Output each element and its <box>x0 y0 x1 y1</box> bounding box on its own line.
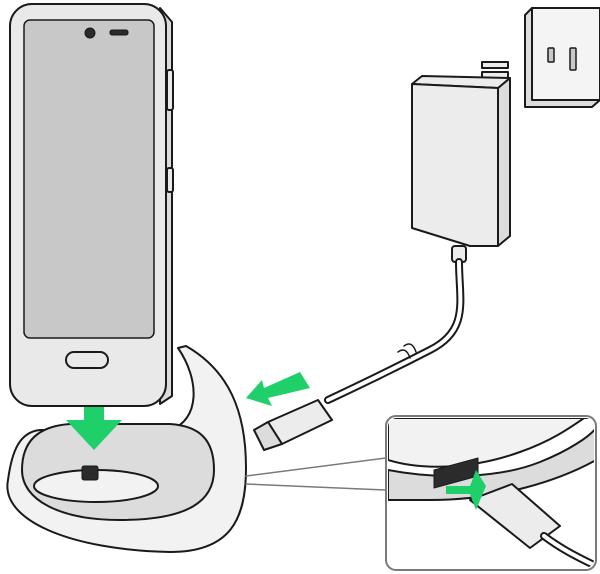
callout-line-top <box>245 457 387 477</box>
inset-cradle-edge <box>388 418 594 468</box>
inset-insert-arrow-icon <box>446 470 486 510</box>
adapter-side <box>497 77 511 247</box>
adapter-front <box>411 83 499 247</box>
wall-outlet-plate <box>531 7 600 101</box>
charging-cradle <box>6 345 247 553</box>
inset-cable-core <box>542 534 594 568</box>
inset-plug-body <box>469 483 561 549</box>
phone-insert-arrow-icon <box>66 390 122 450</box>
power-button <box>166 167 174 193</box>
plug-insert-arrow-icon <box>246 372 310 406</box>
adapter-prong-top <box>481 61 509 69</box>
wall-outlet-slot-left <box>547 47 555 63</box>
usb-cable-core <box>326 260 463 402</box>
front-camera-icon <box>84 27 96 39</box>
home-button <box>65 351 109 369</box>
plug-tip <box>253 421 283 451</box>
volume-button <box>166 69 174 111</box>
usb-cable <box>324 258 465 404</box>
cradle-connector <box>81 465 99 481</box>
wall-outlet <box>524 7 600 108</box>
usb-c-plug <box>253 399 333 451</box>
smartphone <box>9 3 174 407</box>
wall-outlet-slot-right <box>569 47 577 71</box>
phone-screen <box>23 19 155 339</box>
cable-break-mark <box>397 343 417 359</box>
ac-adapter <box>411 61 511 263</box>
earpiece <box>109 29 129 36</box>
inset-detail <box>385 415 597 571</box>
callout-line-bottom <box>245 483 387 491</box>
